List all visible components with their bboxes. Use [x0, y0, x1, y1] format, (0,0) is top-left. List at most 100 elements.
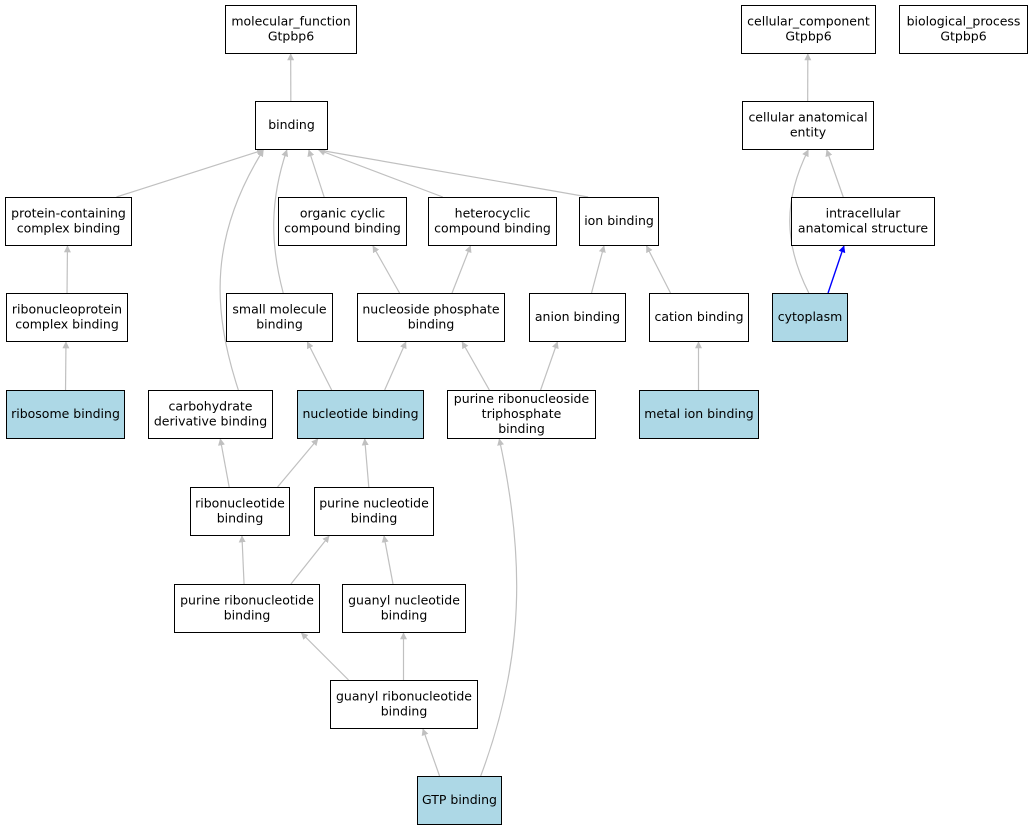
node-ion-binding[interactable]: ion binding — [579, 197, 659, 246]
node-box — [649, 293, 749, 342]
node-label: cellular anatomical — [748, 110, 867, 125]
node-label: entity — [790, 125, 827, 140]
edge-nucleoside-phosphate-binding-to-heterocyclic-compound-binding — [451, 245, 472, 294]
node-anion-binding[interactable]: anion binding — [529, 293, 626, 342]
edge-cation-binding-to-ion-binding — [645, 245, 672, 294]
node-cation-binding[interactable]: cation binding — [649, 293, 749, 342]
node-nucleotide-binding[interactable]: nucleotide binding — [297, 390, 424, 439]
edge-organic-cyclic-compound-binding-to-binding — [307, 149, 325, 198]
node-cytoplasm[interactable]: cytoplasm — [772, 293, 848, 342]
node-box — [357, 293, 505, 342]
node-box — [417, 776, 502, 825]
node-box — [6, 293, 128, 342]
node-label: small molecule — [232, 302, 327, 317]
node-label: binding — [381, 704, 428, 719]
node-box — [899, 5, 1028, 54]
node-binding[interactable]: binding — [255, 101, 328, 150]
edge-protein-containing-complex-binding-to-binding — [116, 148, 264, 198]
node-label: triphosphate — [482, 406, 562, 421]
node-box — [174, 584, 320, 633]
edge-purine-ribonucleotide-binding-to-purine-nucleotide-binding — [290, 535, 330, 585]
node-label: carbohydrate — [169, 399, 253, 414]
node-box — [742, 101, 874, 150]
edge-layer — [62, 53, 846, 777]
node-box — [772, 293, 848, 342]
node-label: ribosome binding — [11, 406, 120, 421]
node-label: biological_process — [907, 14, 1021, 29]
node-label: compound binding — [434, 221, 551, 236]
node-label: GTP binding — [422, 792, 497, 807]
node-box — [342, 584, 466, 633]
node-box — [314, 487, 434, 536]
node-box — [297, 390, 424, 439]
node-label: binding — [256, 317, 303, 332]
edge-gtp-binding-to-purine-ribonucleoside-triphosphate-binding — [480, 438, 518, 777]
node-box — [639, 390, 759, 439]
node-ribosome-binding[interactable]: ribosome binding — [6, 390, 125, 439]
node-label: nucleoside phosphate — [362, 302, 500, 317]
node-box — [741, 5, 876, 54]
node-label: ion binding — [584, 213, 654, 228]
edge-ion-binding-to-binding — [318, 147, 589, 198]
node-label: derivative binding — [154, 414, 267, 429]
node-label: purine nucleotide — [319, 496, 429, 511]
node-label: binding — [351, 511, 398, 526]
node-box — [278, 197, 407, 246]
node-label: binding — [224, 608, 271, 623]
node-box — [447, 390, 596, 439]
node-label: intracellular — [826, 206, 902, 221]
node-label: cellular_component — [747, 14, 870, 29]
node-box — [148, 390, 273, 439]
node-label: compound binding — [284, 221, 401, 236]
edge-cytoplasm-to-cellular-anatomical-entity — [789, 149, 810, 294]
node-label: Gtpbp6 — [268, 29, 314, 44]
edge-cytoplasm-to-intracellular-anatomical-structure — [827, 245, 846, 294]
edge-purine-ribonucleotide-binding-to-ribonucleotide-binding — [238, 535, 246, 585]
edge-nucleotide-binding-to-small-molecule-binding — [306, 341, 333, 391]
node-box — [226, 293, 333, 342]
edge-guanyl-nucleotide-binding-to-purine-nucleotide-binding — [381, 535, 394, 585]
edge-anion-binding-to-ion-binding — [590, 245, 606, 294]
node-label: ribonucleoprotein — [12, 302, 122, 317]
edge-ribonucleotide-binding-to-carbohydrate-derivative-binding — [218, 438, 230, 488]
node-box — [579, 197, 659, 246]
node-label: binding — [381, 608, 428, 623]
node-metal-ion-binding[interactable]: metal ion binding — [639, 390, 759, 439]
edge-guanyl-ribonucleotide-binding-to-purine-ribonucleotide-binding — [300, 632, 349, 681]
node-box — [255, 101, 328, 150]
edge-small-molecule-binding-to-binding — [273, 149, 289, 294]
node-box — [330, 680, 478, 729]
node-box — [225, 5, 357, 54]
node-label: binding — [268, 117, 315, 132]
edge-nucleotide-binding-to-nucleoside-phosphate-binding — [384, 341, 407, 391]
node-label: cation binding — [654, 309, 743, 324]
edge-nucleoside-phosphate-binding-to-organic-cyclic-compound-binding — [372, 245, 401, 294]
node-label: purine ribonucleoside — [454, 391, 590, 406]
node-label: protein-containing — [11, 206, 126, 221]
node-box — [529, 293, 626, 342]
edge-purine-nucleotide-binding-to-nucleotide-binding — [361, 438, 370, 488]
node-label: purine ribonucleotide — [180, 593, 314, 608]
node-label: nucleotide binding — [302, 406, 418, 421]
node-gtp-binding[interactable]: GTP binding — [417, 776, 502, 825]
node-label: anatomical structure — [798, 221, 928, 236]
